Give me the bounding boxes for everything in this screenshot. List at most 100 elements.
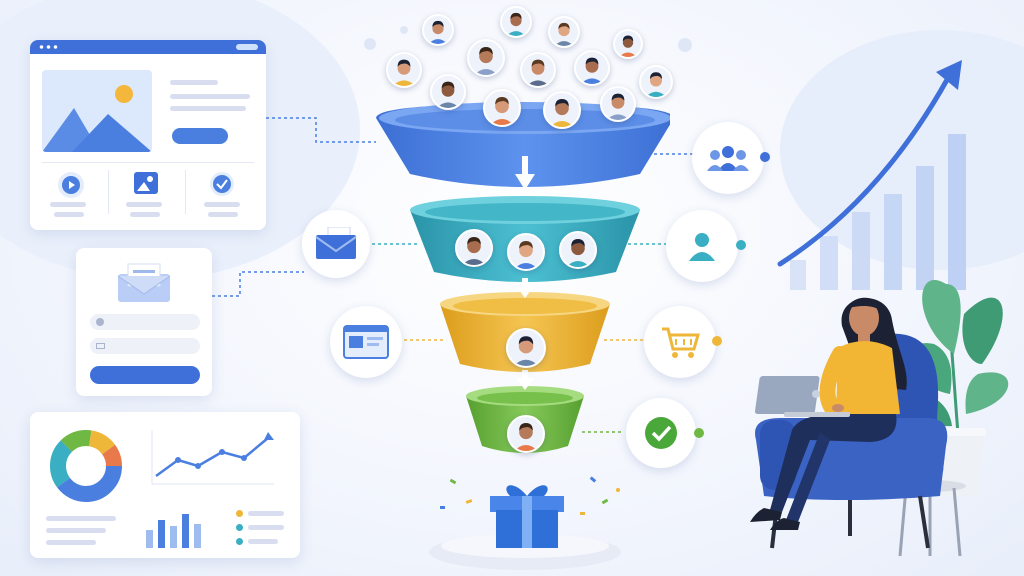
line-chart-icon <box>151 430 274 485</box>
envelope-icon <box>315 227 357 259</box>
person-avatar <box>386 52 422 88</box>
image-icon[interactable] <box>134 172 158 194</box>
gift-box-icon <box>490 485 564 548</box>
cta-button[interactable] <box>172 128 228 144</box>
text-line <box>248 511 284 516</box>
person-avatar <box>543 91 581 129</box>
growth-bar <box>820 236 838 290</box>
person-avatar <box>500 6 532 38</box>
progress-dot <box>694 428 704 438</box>
arrow-down-icon <box>516 278 534 298</box>
web-stage-circle[interactable] <box>330 306 402 378</box>
browser-dots <box>38 45 60 49</box>
check-circle-icon[interactable] <box>210 172 234 196</box>
person-avatar <box>600 86 636 122</box>
submit-button[interactable] <box>90 366 200 384</box>
text-line <box>130 212 160 217</box>
person-avatar <box>507 415 545 453</box>
text-line <box>170 94 250 99</box>
bar-chart-bar <box>170 526 177 548</box>
bar-chart-bar <box>194 524 201 548</box>
signup-form-card <box>76 248 212 396</box>
email-stage-circle[interactable] <box>302 210 370 278</box>
bar-chart-bar <box>158 520 165 548</box>
name-input[interactable] <box>90 314 200 330</box>
decor-dot <box>364 38 376 50</box>
browser-tab <box>236 44 258 50</box>
growth-bar <box>790 260 806 290</box>
growth-bar <box>852 212 870 290</box>
text-line <box>126 202 162 207</box>
person-avatar <box>520 52 556 88</box>
mail-icon <box>96 343 105 349</box>
person-avatar <box>506 328 546 368</box>
text-line <box>46 516 116 521</box>
mountain-image-icon <box>42 85 152 152</box>
arrow-down-icon <box>515 156 535 190</box>
success-stage-circle[interactable] <box>626 398 696 468</box>
text-line <box>50 202 86 207</box>
person-avatar <box>613 29 643 59</box>
person-avatar <box>559 231 597 269</box>
hero-image <box>42 70 152 152</box>
progress-dot <box>712 336 722 346</box>
decor-dot <box>678 38 692 52</box>
woman-with-laptop <box>750 297 948 549</box>
lead-stage-circle[interactable] <box>666 210 738 282</box>
growth-bar <box>948 134 966 290</box>
text-line <box>170 106 246 111</box>
envelope-icon <box>114 262 174 304</box>
person-avatar <box>574 50 610 86</box>
shopping-cart-icon <box>662 327 700 358</box>
analytics-dashboard-card <box>30 412 300 558</box>
text-line <box>54 212 84 217</box>
person-avatar <box>455 229 493 267</box>
text-line <box>248 539 278 544</box>
donut-chart-icon <box>50 430 122 502</box>
play-icon[interactable] <box>58 172 84 198</box>
growth-arrow-icon <box>777 60 962 267</box>
person-icon <box>689 233 715 261</box>
person-avatar <box>507 233 545 271</box>
person-avatar <box>548 16 580 48</box>
legend-dot <box>236 510 243 517</box>
divider <box>42 162 254 163</box>
laptop <box>754 376 820 414</box>
text-line <box>208 212 238 217</box>
audience-stage-circle[interactable] <box>692 122 764 194</box>
text-line <box>46 528 106 533</box>
website-card <box>30 40 266 230</box>
growth-bar-chart <box>790 120 990 290</box>
person-avatar <box>467 39 505 77</box>
person-avatar <box>430 74 466 110</box>
decor-dot <box>400 26 408 34</box>
text-line <box>170 80 218 85</box>
user-icon <box>96 318 104 326</box>
bar-chart-icon <box>146 508 216 548</box>
bar-chart-bar <box>146 530 153 548</box>
people-group-icon <box>707 146 749 171</box>
email-input[interactable] <box>90 338 200 354</box>
person-avatar <box>639 65 673 99</box>
progress-dot <box>736 240 746 250</box>
person-avatar <box>483 89 521 127</box>
bar-chart-bar <box>182 514 189 548</box>
text-line <box>248 525 284 530</box>
text-line <box>46 540 96 545</box>
person-avatar <box>422 14 454 46</box>
growth-bar <box>884 194 902 290</box>
growth-bar <box>916 166 934 290</box>
purchase-stage-circle[interactable] <box>644 306 716 378</box>
divider <box>185 170 186 214</box>
legend-dot <box>236 524 243 531</box>
legend-dot <box>236 538 243 545</box>
confetti <box>430 470 630 530</box>
browser-bar <box>30 40 266 54</box>
divider <box>108 170 109 214</box>
progress-dot <box>760 152 770 162</box>
arrow-down-icon <box>516 370 534 390</box>
browser-window-icon <box>343 325 389 359</box>
checkmark-icon <box>645 417 677 449</box>
